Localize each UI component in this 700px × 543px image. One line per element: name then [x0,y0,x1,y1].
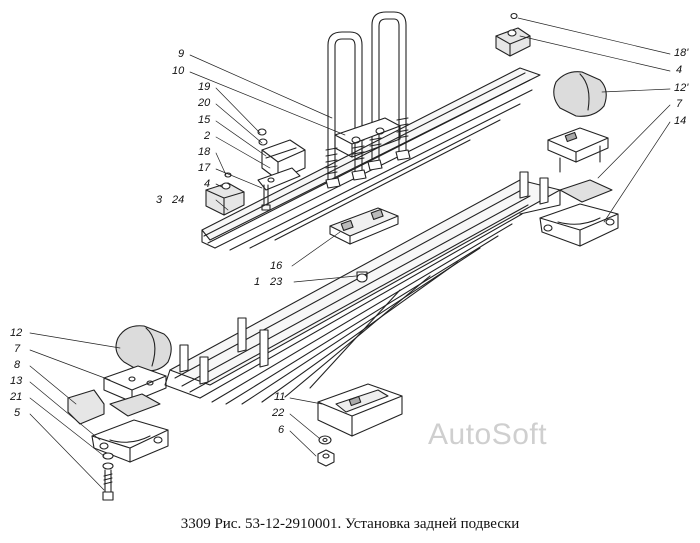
callout-12-prime: 12' [674,82,689,94]
callout-7-left: 7 [14,343,21,355]
callout-10: 10 [172,65,185,77]
spacer-plate [329,207,399,245]
callout-19: 19 [198,81,211,93]
auxiliary-spring [201,67,541,251]
callout-1: 1 [254,276,261,288]
watermark: AutoSoft [428,418,548,451]
callout-7-right: 7 [676,98,683,110]
callout-9: 9 [178,48,185,60]
callout-11: 11 [274,391,286,403]
callout-14: 14 [674,115,687,127]
bracket-left-upper [257,128,306,191]
rubber-pad-left [205,172,271,216]
callout-24: 24 [172,194,185,206]
lower-bracket-middle [317,383,403,437]
leader-lines [29,17,671,491]
callout-2: 2 [204,130,211,142]
bracket-left-lower [67,365,169,501]
callout-17: 17 [198,162,211,174]
u-bolts [325,11,411,189]
rubber-pad-right-top [495,12,531,57]
callout-6: 6 [278,424,285,436]
callout-18-prime: 18' [674,47,689,59]
callout-15: 15 [198,114,211,126]
rubber-cushion-left [115,325,172,372]
callout-22: 22 [272,407,285,419]
callout-8: 8 [14,359,21,371]
spring-support-right [539,179,619,247]
callout-5: 5 [14,407,21,419]
callout-4-right: 4 [676,64,683,76]
callout-23: 23 [270,276,283,288]
callout-12: 12 [10,327,23,339]
nut-and-washer [317,435,335,467]
rubber-cushion-right [553,71,607,117]
callout-4-left: 4 [204,178,211,190]
callout-18: 18 [198,146,211,158]
callout-21: 21 [10,391,23,403]
callout-16: 16 [270,260,283,272]
callout-3: 3 [156,194,163,206]
figure-caption: 3309 Рис. 53-12-2910001. Установка задне… [180,516,520,532]
bracket-right-upper [547,127,609,173]
callout-20: 20 [198,97,211,109]
callout-13: 13 [10,375,23,387]
main-leaf-spring [164,171,561,405]
